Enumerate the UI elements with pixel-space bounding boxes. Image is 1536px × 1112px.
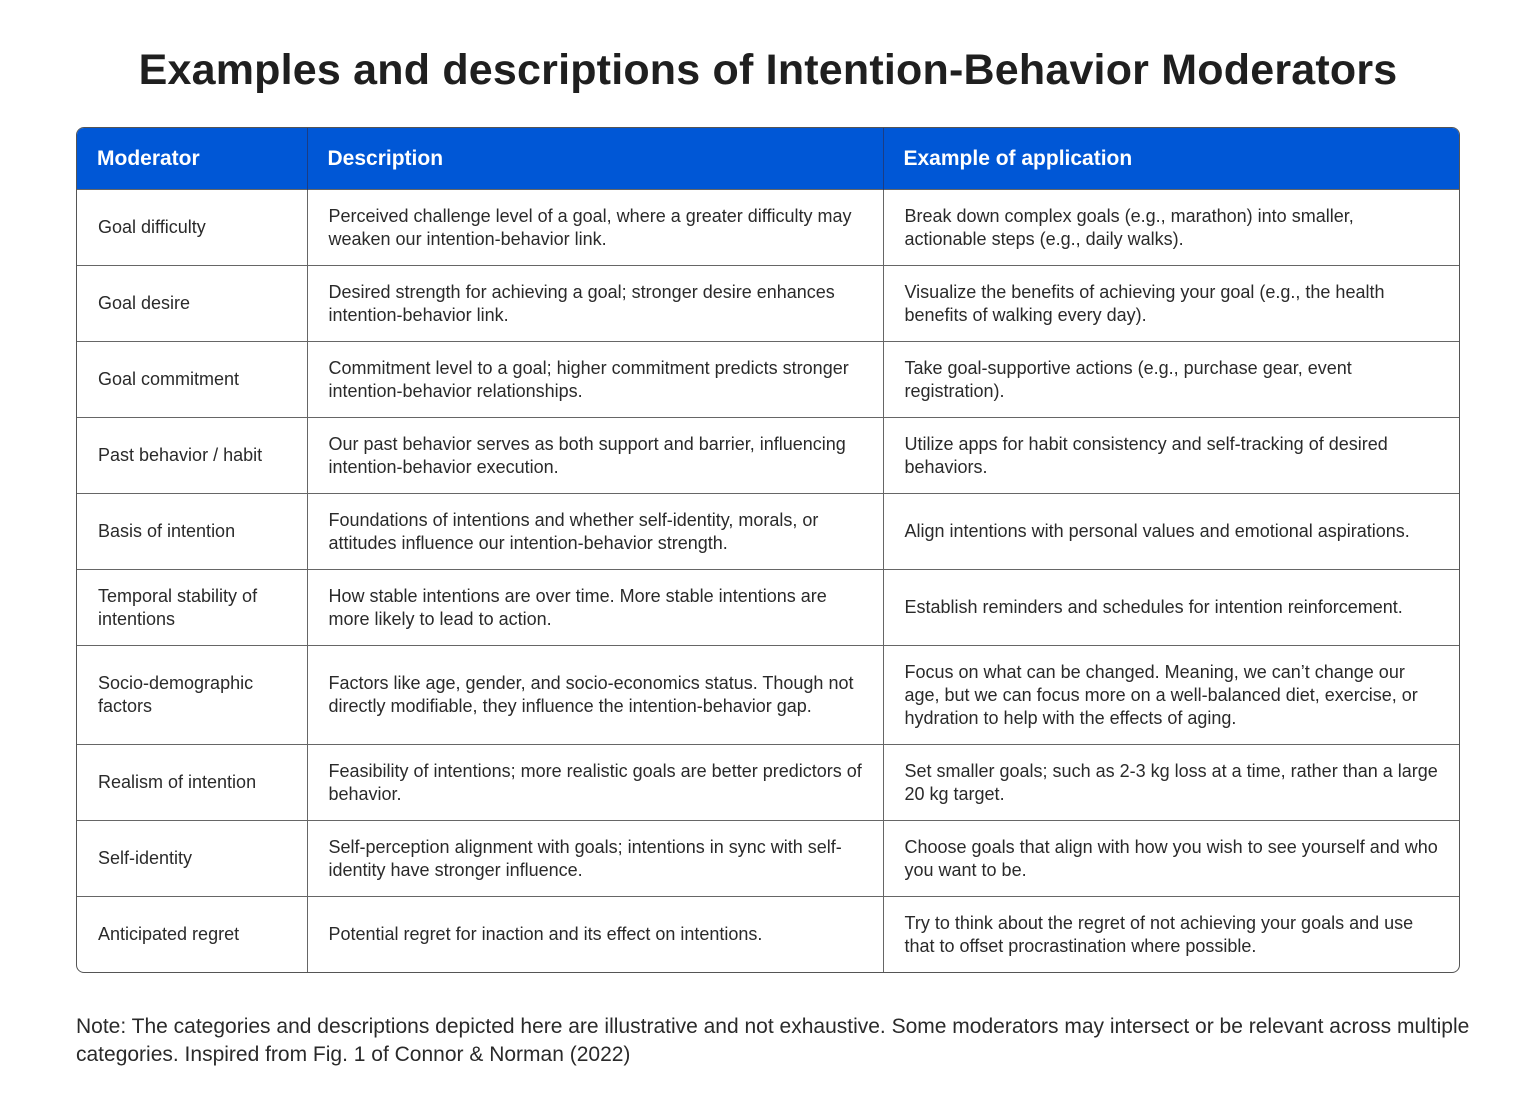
header-example: Example of application <box>883 128 1459 190</box>
description-cell: Our past behavior serves as both support… <box>307 417 884 494</box>
description-cell: Factors like age, gender, and socio-econ… <box>307 645 884 745</box>
table-row: Self-identity Self-perception alignment … <box>77 820 1459 897</box>
description-cell: Feasibility of intentions; more realisti… <box>307 744 884 821</box>
moderator-cell: Self-identity <box>77 820 308 897</box>
description-cell: Self-perception alignment with goals; in… <box>307 820 884 897</box>
example-cell: Choose goals that align with how you wis… <box>883 820 1459 897</box>
header-moderator: Moderator <box>77 128 308 190</box>
description-cell: Desired strength for achieving a goal; s… <box>307 265 884 342</box>
example-cell: Utilize apps for habit consistency and s… <box>883 417 1459 494</box>
moderator-cell: Goal commitment <box>77 341 308 418</box>
table-row: Past behavior / habit Our past behavior … <box>77 417 1459 494</box>
footnote: Note: The categories and descriptions de… <box>76 1015 1470 1066</box>
example-cell: Set smaller goals; such as 2-3 kg loss a… <box>883 744 1459 821</box>
table-row: Realism of intention Feasibility of inte… <box>77 744 1459 821</box>
description-cell: Perceived challenge level of a goal, whe… <box>307 189 884 266</box>
example-cell: Try to think about the regret of not ach… <box>883 896 1459 972</box>
table-header-row: Moderator Description Example of applica… <box>77 128 1459 190</box>
description-cell: Potential regret for inaction and its ef… <box>307 896 884 972</box>
moderator-cell: Realism of intention <box>77 744 308 821</box>
example-cell: Take goal-supportive actions (e.g., purc… <box>883 341 1459 418</box>
moderator-cell: Past behavior / habit <box>77 417 308 494</box>
table-row: Basis of intention Foundations of intent… <box>77 493 1459 570</box>
table-row: Anticipated regret Potential regret for … <box>77 896 1459 972</box>
moderator-cell: Goal difficulty <box>77 189 308 266</box>
table-row: Goal commitment Commitment level to a go… <box>77 341 1459 418</box>
moderator-cell: Temporal stability of intentions <box>77 569 308 646</box>
page-title: Examples and descriptions of Intention-B… <box>138 46 1398 94</box>
example-cell: Align intentions with personal values an… <box>883 493 1459 570</box>
moderator-cell: Socio-demographic factors <box>77 645 308 745</box>
example-cell: Break down complex goals (e.g., marathon… <box>883 189 1459 266</box>
table-row: Goal desire Desired strength for achievi… <box>77 265 1459 342</box>
moderator-cell: Goal desire <box>77 265 308 342</box>
description-cell: Commitment level to a goal; higher commi… <box>307 341 884 418</box>
moderator-cell: Basis of intention <box>77 493 308 570</box>
description-cell: Foundations of intentions and whether se… <box>307 493 884 570</box>
example-cell: Focus on what can be changed. Meaning, w… <box>883 645 1459 745</box>
example-cell: Visualize the benefits of achieving your… <box>883 265 1459 342</box>
header-description: Description <box>307 128 884 190</box>
table-row: Goal difficulty Perceived challenge leve… <box>77 189 1459 266</box>
moderator-cell: Anticipated regret <box>77 896 308 972</box>
example-cell: Establish reminders and schedules for in… <box>883 569 1459 646</box>
table-row: Temporal stability of intentions How sta… <box>77 569 1459 646</box>
table-row: Socio-demographic factors Factors like a… <box>77 645 1459 745</box>
description-cell: How stable intentions are over time. Mor… <box>307 569 884 646</box>
moderators-table: Moderator Description Example of applica… <box>76 127 1460 973</box>
